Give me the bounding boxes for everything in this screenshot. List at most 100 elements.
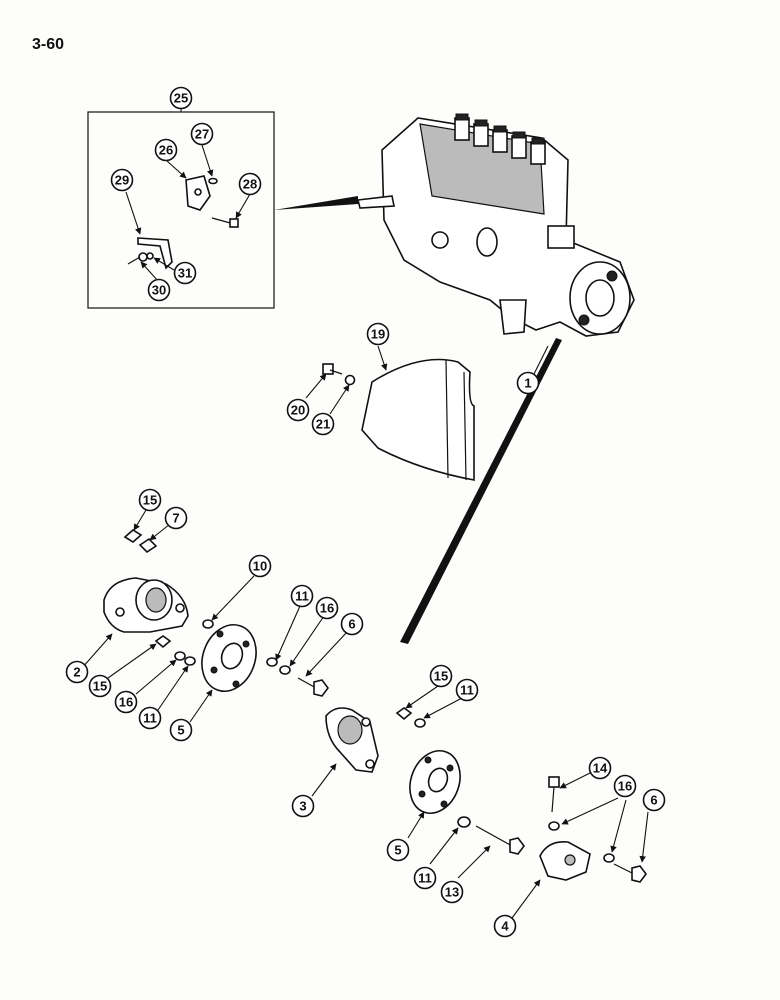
coupling-yoke: [325, 707, 379, 773]
callout-19: 19: [366, 322, 390, 346]
callout-26: 26: [154, 138, 178, 162]
washer: [548, 821, 560, 831]
callout-circle: [429, 664, 453, 688]
callout-number: 29: [115, 173, 129, 188]
square-nut: [138, 537, 158, 554]
callout-number: 27: [195, 127, 209, 142]
callout-28: 28: [238, 172, 262, 196]
callout-number: 30: [152, 283, 166, 298]
callout-14: 14: [588, 756, 612, 780]
hex-bolt: [297, 677, 329, 697]
callout-circle: [455, 678, 479, 702]
nut: [154, 635, 172, 649]
callout-circle: [138, 706, 162, 730]
callout-number: 21: [316, 417, 330, 432]
callout-11: 11: [138, 706, 162, 730]
callout-number: 13: [445, 885, 459, 900]
callout-15: 15: [88, 674, 112, 698]
callout-6: 6: [340, 612, 364, 636]
page-number: 3-60: [32, 36, 65, 53]
filter-bowl: [499, 299, 527, 335]
callout-13: 13: [440, 880, 464, 904]
callout-number: 11: [460, 683, 474, 698]
clip: [208, 177, 218, 185]
pump-control-lever: [357, 195, 395, 209]
callout-number: 16: [320, 601, 334, 616]
callout-number: 6: [650, 793, 657, 808]
callout-number: 5: [394, 843, 401, 858]
callout-circle: [516, 371, 540, 395]
callout-number: 19: [371, 327, 385, 342]
callout-number: 16: [119, 695, 133, 710]
callout-circle: [169, 86, 193, 110]
callout-circle: [138, 488, 162, 512]
injection-pump: [357, 113, 635, 337]
coupling-shield: [361, 358, 475, 481]
callout-circle: [164, 506, 188, 530]
callout-11: 11: [413, 866, 437, 890]
callout-2: 2: [65, 660, 89, 684]
callout-circle: [493, 914, 517, 938]
callout-circle: [311, 412, 335, 436]
callout-circle: [190, 122, 214, 146]
drive-shaft: [400, 338, 562, 644]
callout-16: 16: [613, 774, 637, 798]
callout-6: 6: [642, 788, 666, 812]
callout-27: 27: [190, 122, 214, 146]
leader-lines: [81, 345, 649, 919]
lock-washer: [174, 651, 186, 661]
callout-20: 20: [286, 398, 310, 422]
callout-circle: [440, 880, 464, 904]
callout-15: 15: [138, 488, 162, 512]
callout-circle: [238, 172, 262, 196]
shield-washer: [344, 374, 356, 386]
callout-number: 11: [295, 589, 309, 604]
callout-circle: [169, 718, 193, 742]
callout-circle: [291, 794, 315, 818]
callout-4: 4: [493, 914, 517, 938]
callout-circle: [588, 756, 612, 780]
flange-adapter: [103, 577, 189, 633]
callout-circle: [366, 322, 390, 346]
callout-number: 31: [178, 266, 192, 281]
clamp-block: [539, 840, 591, 881]
washer: [414, 718, 426, 728]
callout-1: 1: [516, 371, 540, 395]
callout-16: 16: [315, 596, 339, 620]
callout-circle: [110, 168, 134, 192]
callout-16: 16: [114, 690, 138, 714]
callout-circle: [88, 674, 112, 698]
lock-washer: [279, 665, 291, 675]
nut: [395, 707, 413, 721]
callout-number: 14: [593, 761, 608, 776]
flex-disc-lower: [409, 750, 461, 814]
callout-11: 11: [290, 584, 314, 608]
callout-number: 5: [177, 723, 184, 738]
callout-10: 10: [248, 554, 272, 578]
callout-circle: [413, 866, 437, 890]
callout-number: 15: [434, 669, 448, 684]
callout-number: 20: [291, 403, 305, 418]
callout-31: 31: [173, 261, 197, 285]
callout-5: 5: [169, 718, 193, 742]
callout-29: 29: [110, 168, 134, 192]
nut: [123, 529, 143, 543]
callout-circle: [65, 660, 89, 684]
callout-30: 30: [147, 278, 171, 302]
washer: [202, 619, 214, 629]
callout-11: 11: [455, 678, 479, 702]
callout-circle: [114, 690, 138, 714]
hex-bolt: [613, 863, 647, 883]
callout-7: 7: [164, 506, 188, 530]
callout-number: 6: [348, 617, 355, 632]
callout-number: 11: [143, 711, 157, 726]
inset-connector-wedge: [274, 196, 358, 210]
callout-number: 28: [243, 177, 257, 192]
callout-21: 21: [311, 412, 335, 436]
callout-number: 25: [174, 91, 188, 106]
shield-bolt: [322, 363, 343, 375]
callout-circle: [315, 596, 339, 620]
long-bolt: [475, 825, 525, 855]
callout-circle: [290, 584, 314, 608]
